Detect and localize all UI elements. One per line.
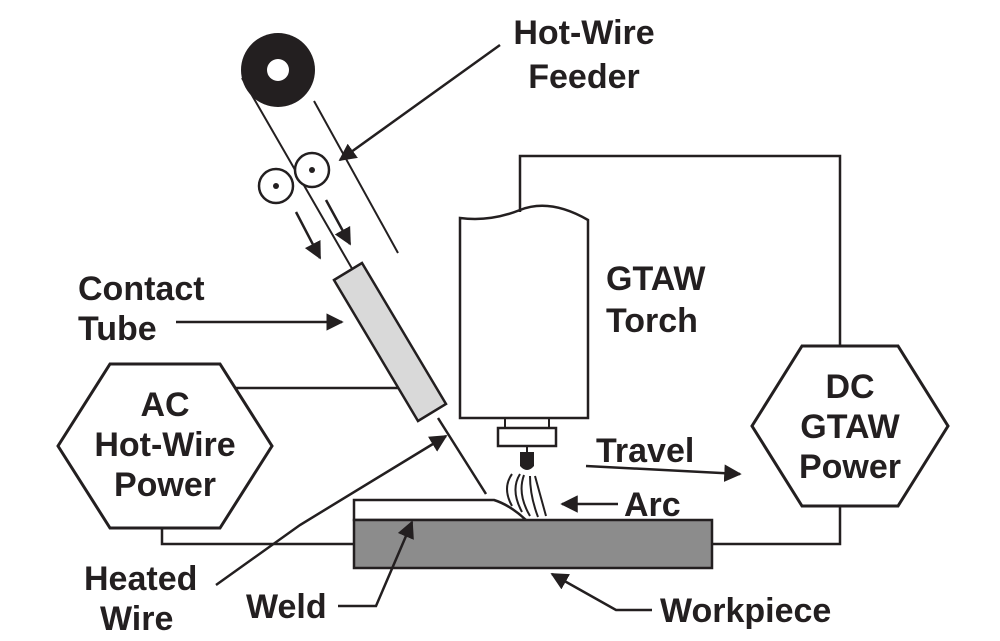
heated-wire-label-line2: Wire xyxy=(100,600,173,638)
contact-tube-label-line1: Contact xyxy=(78,270,205,308)
hot-wire-feeder-label-line2: Feeder xyxy=(528,58,640,96)
pointer-arrows xyxy=(176,43,742,612)
dc-power-label-line3: Power xyxy=(799,448,901,486)
dc-power-label-line2: GTAW xyxy=(800,408,900,446)
weld-pointer-arrow xyxy=(338,520,414,608)
wire-spool xyxy=(241,33,315,107)
ac-hot-wire-power-box xyxy=(56,362,274,530)
dc-power-label-line1: DC xyxy=(825,368,874,406)
ac-circuit-wiring xyxy=(160,386,399,546)
ac-power-label-line1: AC xyxy=(140,386,189,424)
ac-power-label-line2: Hot-Wire xyxy=(94,426,235,464)
workpiece-pointer-arrow xyxy=(550,572,652,612)
feed-rollers xyxy=(257,151,331,205)
gtaw-torch xyxy=(458,204,590,470)
feeder-pointer-arrow xyxy=(338,43,501,162)
travel-direction-arrow xyxy=(585,464,742,482)
gtaw-torch-label-line2: Torch xyxy=(606,302,698,340)
heated-wire-pointer-arrow xyxy=(215,434,448,587)
travel-label: Travel xyxy=(596,432,694,470)
contact-tube xyxy=(332,261,448,423)
workpiece xyxy=(352,518,714,570)
ac-power-label-line3: Power xyxy=(114,466,216,504)
dc-gtaw-power-box xyxy=(750,344,950,508)
dc-circuit-wiring xyxy=(518,154,842,546)
heated-wire-label-line1: Heated xyxy=(84,560,197,598)
hot-wire-feeder-label-line1: Hot-Wire xyxy=(513,14,654,52)
gtaw-torch-label-line1: GTAW xyxy=(606,260,706,298)
weld-bead xyxy=(352,498,530,522)
workpiece-label: Workpiece xyxy=(660,592,831,630)
feed-direction-arrows xyxy=(294,199,352,260)
weld-label: Weld xyxy=(246,588,327,626)
contact-tube-label-line2: Tube xyxy=(78,310,157,348)
arc-label: Arc xyxy=(624,486,681,524)
arc-lines xyxy=(506,473,547,518)
